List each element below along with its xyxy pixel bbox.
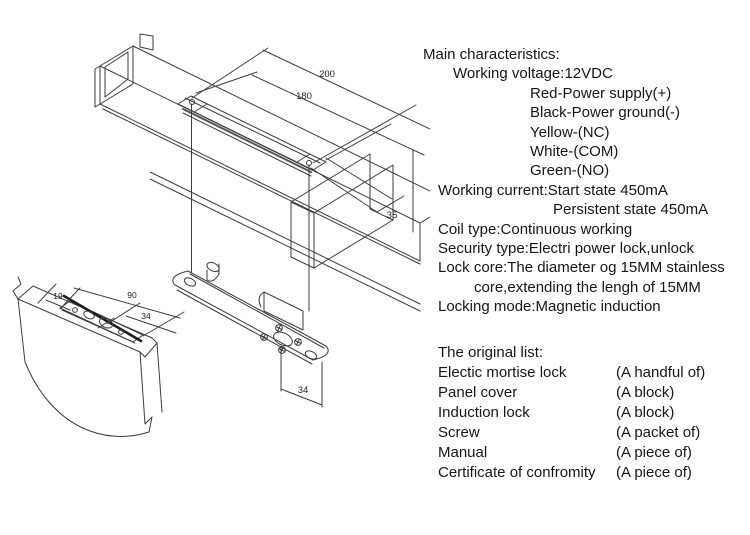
list-item-row: Certificate of confromity (A piece of) xyxy=(423,463,748,483)
lock-body-drawing xyxy=(290,153,394,269)
dimension-34-faceplate: 34 xyxy=(280,345,323,408)
list-title: The original list: xyxy=(438,344,544,361)
dimension-label-19: 19 xyxy=(53,291,63,301)
section-title: Main characteristics: xyxy=(423,46,560,63)
screw-icon xyxy=(260,324,302,354)
dimension-200-180: 200 180 xyxy=(191,47,430,164)
spec-line-working-voltage: Working voltage:12VDC xyxy=(453,65,613,83)
list-item-row: Manual (A piece of) xyxy=(423,443,748,463)
list-item-name: Screw xyxy=(438,424,480,441)
list-item-row: Induction lock (A block) xyxy=(423,403,748,423)
dimension-label-34-strike: 34 xyxy=(141,311,151,321)
spec-line-lock-core-cont: core,extending the lengh of 15MM xyxy=(474,278,701,296)
list-item-qty: (A block) xyxy=(616,404,675,421)
original-list-section: The original list: Electic mortise lock … xyxy=(423,343,748,483)
dimension-label-34-faceplate: 34 xyxy=(298,385,309,396)
door-leaf-drawing: 19 90 34 xyxy=(12,276,185,437)
dimension-label-200: 200 xyxy=(319,69,335,80)
spec-line-locking-mode: Locking mode:Magnetic induction xyxy=(438,298,661,316)
spec-line-persistent-state: Persistent state 450mA xyxy=(553,201,709,219)
spec-line-coil-type: Coil type:Continuous working xyxy=(438,220,633,238)
list-item-qty: (A piece of) xyxy=(616,464,692,481)
mortise-slot-drawing xyxy=(177,95,327,312)
spec-line-working-current: Working current:Start state 450mA xyxy=(438,181,668,199)
faceplate-drawing xyxy=(172,261,329,365)
list-item-name: Manual xyxy=(438,444,488,461)
list-item-row: Electic mortise lock (A handful of) xyxy=(423,363,748,383)
list-item-name: Certificate of confromity xyxy=(438,464,596,481)
technical-diagram: 200 180 35 xyxy=(12,33,430,437)
dimension-label-35: 35 xyxy=(387,210,398,221)
list-item-qty: (A block) xyxy=(616,384,675,401)
list-item-name: Panel cover xyxy=(438,384,518,401)
list-item-qty: (A packet of) xyxy=(616,424,701,441)
dimension-label-90: 90 xyxy=(127,290,137,300)
list-item-name: Induction lock xyxy=(438,404,530,421)
list-title-row: The original list: xyxy=(423,343,748,363)
spec-line-black-wire: Black-Power ground(-) xyxy=(530,104,681,122)
frame-header-drawing xyxy=(94,33,430,312)
spec-line-lock-core: Lock core:The diameter og 15MM stainless xyxy=(438,259,725,277)
list-item-row: Screw (A packet of) xyxy=(423,423,748,443)
spec-line-green-wire: Green-(NO) xyxy=(530,162,610,180)
main-characteristics-section: Main characteristics: Working voltage:12… xyxy=(423,45,748,316)
list-item-name: Electic mortise lock xyxy=(438,364,567,381)
dimension-35: 35 xyxy=(310,157,405,221)
list-item-qty: (A piece of) xyxy=(616,444,692,461)
spec-line-yellow-wire: Yellow-(NC) xyxy=(530,123,610,141)
list-item-row: Panel cover (A block) xyxy=(423,383,748,403)
spec-line-white-wire: White-(COM) xyxy=(530,142,619,160)
spec-line-security-type: Security type:Electri power lock,unlock xyxy=(438,239,694,257)
list-item-qty: (A handful of) xyxy=(616,364,706,381)
dimension-label-180: 180 xyxy=(296,91,312,102)
spec-line-red-wire: Red-Power supply(+) xyxy=(530,84,672,102)
